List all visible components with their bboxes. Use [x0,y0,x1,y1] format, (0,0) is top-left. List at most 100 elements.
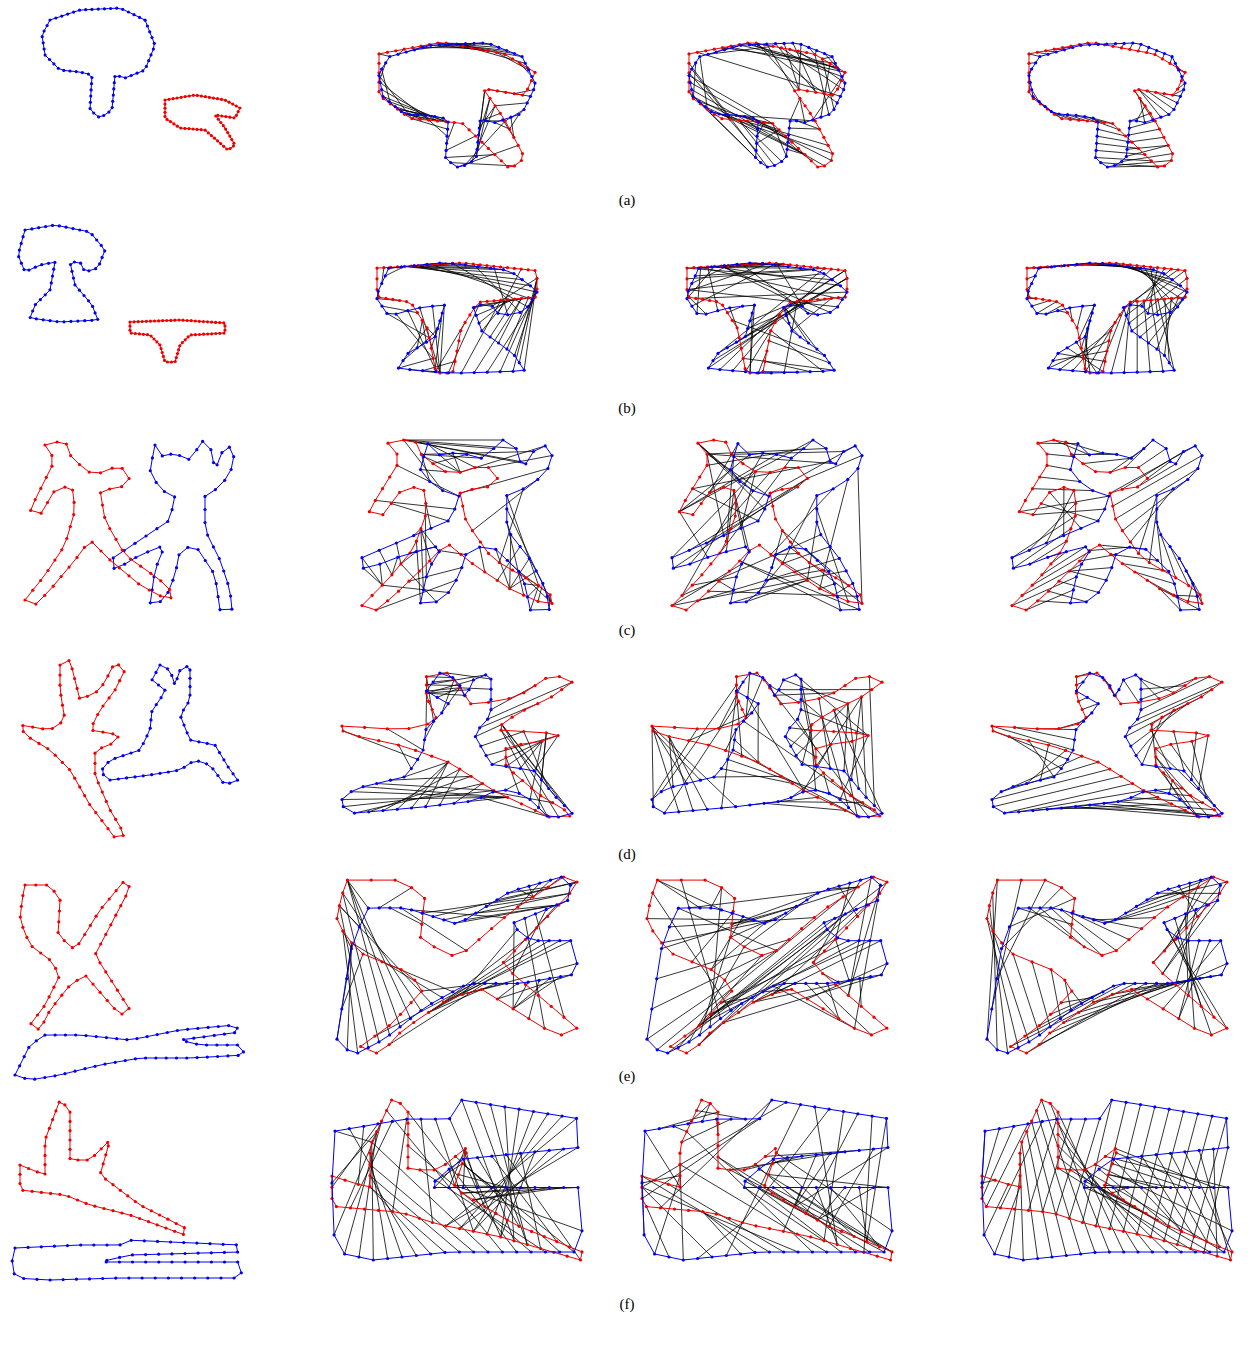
correspondence-line [774,986,855,1028]
correspondence-line [1050,1103,1109,1252]
correspondence-line [1012,516,1075,558]
correspondence-line [721,941,848,1003]
contour-point [228,101,231,104]
contour-point [426,263,429,266]
correspondence-line [714,776,781,778]
contour-point [836,305,839,308]
contour-point [169,120,172,123]
contour-point [1030,67,1033,70]
contour-point [701,298,704,301]
contour-point [416,346,419,349]
contour-point [218,321,221,324]
contour-point [495,51,498,54]
correspondence-line [744,1156,802,1170]
correspondence-line [992,880,1021,1009]
correspondence-line [698,1223,743,1259]
contour-point [78,289,81,292]
correspondence-line [669,737,673,787]
correspondence-line [513,977,561,1009]
correspondence-line [766,570,822,580]
contour-point [535,291,538,294]
correspondence-line [1047,804,1171,810]
correspondence-line [370,1187,431,1254]
correspondence-line [690,83,785,137]
contour-point [1066,113,1069,116]
contour-point [161,319,164,322]
correspondence-line [347,880,410,1019]
correspondence-line [790,98,800,121]
correspondence-line [795,1153,831,1206]
contour-point [489,267,492,270]
correspondence-line [339,906,368,1048]
contour-point [728,306,731,309]
correspondence-line [1033,489,1093,491]
correspondence-line [692,913,732,962]
contour-point [41,35,44,38]
contour-point [153,42,156,45]
correspondence-line [687,1132,813,1252]
correspondence-line [1013,954,1040,1035]
correspondence-line [501,730,556,797]
contour-point [736,326,739,329]
correspondence-line [806,549,849,585]
correspondence-line [745,278,847,336]
contour-point [145,65,148,68]
contour-point [790,141,793,144]
correspondence-line [1027,1132,1052,1257]
contour-point [1156,266,1159,269]
correspondence-line [382,585,448,592]
contour-point [748,319,751,322]
contour-point [783,371,786,374]
contour-point [442,117,445,120]
contour-point [382,266,385,269]
correspondence-line [421,529,424,590]
contour-point [127,10,130,13]
contour-point [43,47,46,50]
correspondence-line [713,278,847,360]
contour-point [162,355,165,358]
contour-point [89,101,92,104]
correspondence-line [401,908,467,951]
contour-point [530,79,533,82]
contour-point [696,51,699,54]
contour-point [416,113,419,116]
contour-point [1041,298,1044,301]
contour-point [801,305,804,308]
correspondence-line [806,1114,858,1214]
contour-point [694,274,697,277]
contour-point [216,139,219,142]
correspondence-line [1179,941,1199,1019]
correspondence-line [1046,490,1074,543]
contour-point [690,282,693,285]
contour-point [476,265,479,268]
contour-point [113,75,116,78]
contour-point [54,16,57,19]
correspondence-line [1047,454,1074,457]
contour-point [823,297,826,300]
contour-point [407,112,410,115]
contour-point [29,316,32,319]
contour-point [433,115,436,118]
contour-point [48,58,51,61]
correspondence-line [687,266,715,298]
correspondence-line [817,1188,873,1221]
contour-point [513,267,516,270]
correspondence-line [1141,677,1209,710]
correspondence-line [1072,991,1082,1003]
correspondence-line [1137,106,1146,121]
contour-point [502,268,505,271]
correspondence-line [1188,583,1193,601]
correspondence-line [689,713,752,741]
correspondence-line [1095,1164,1232,1230]
contour-point [445,142,448,145]
correspondence-line [750,301,797,320]
correspondence-line [1131,704,1188,747]
correspondence-line [1139,90,1169,115]
correspondence-line [1156,757,1209,817]
correspondence-line [744,721,880,816]
contour-point [1137,88,1140,91]
correspondence-line [1142,717,1162,764]
contour-point [1171,94,1174,97]
contour-point [1170,268,1173,271]
contour-point [517,144,520,147]
